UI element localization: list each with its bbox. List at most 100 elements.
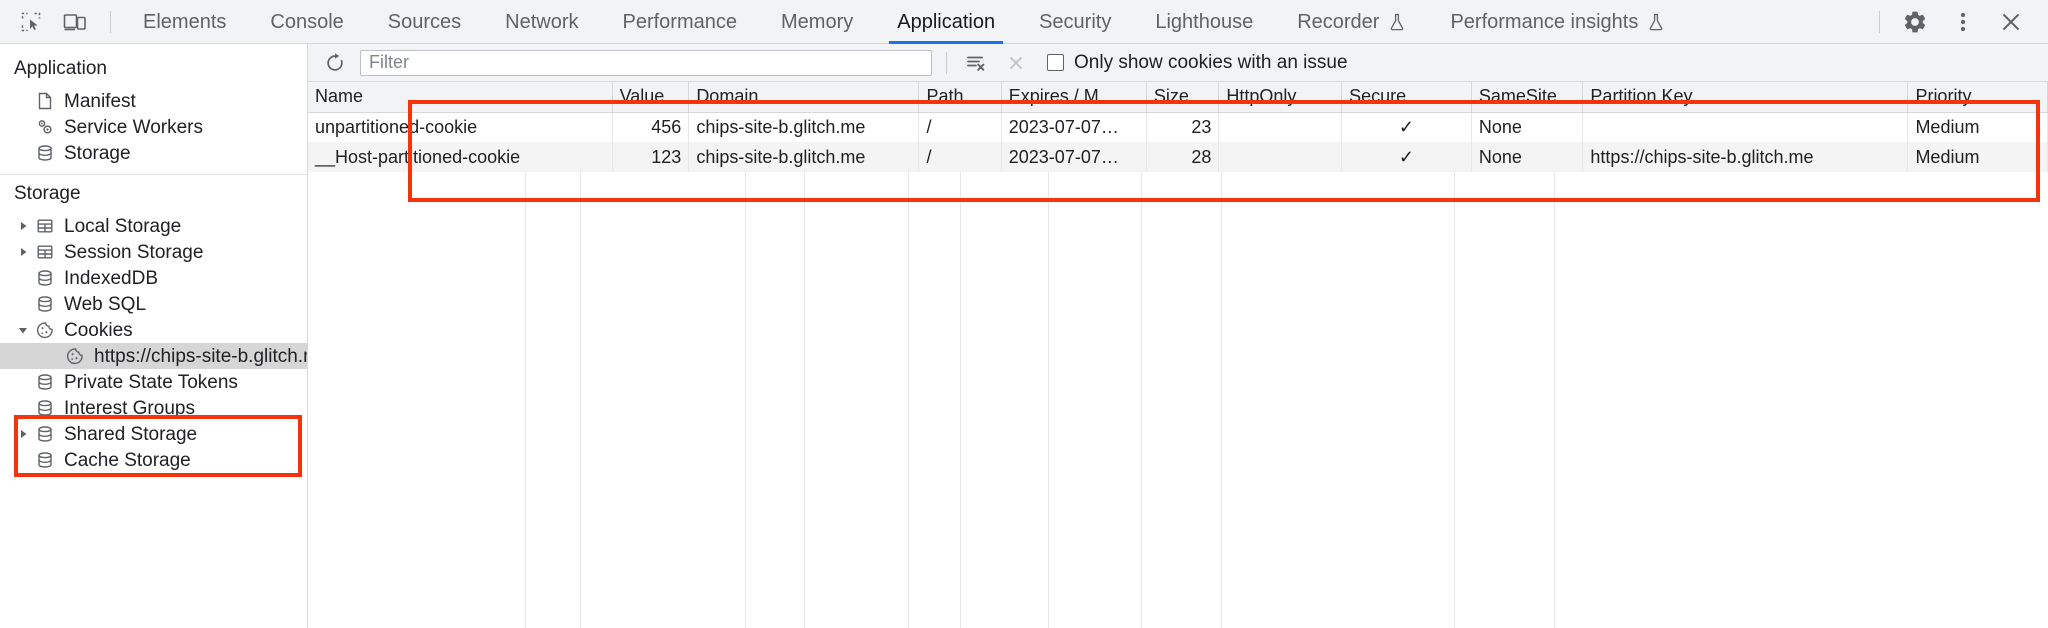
- cell-name: __Host-partitioned-cookie: [308, 142, 613, 172]
- column-header-secure[interactable]: Secure: [1341, 82, 1472, 113]
- only-show-issues-checkbox[interactable]: Only show cookies with an issue: [1047, 52, 1348, 74]
- tab-label: Sources: [387, 10, 462, 33]
- tab-label: Performance: [622, 10, 738, 33]
- sidebar-item-label: Shared Storage: [64, 423, 198, 445]
- column-header-httponly[interactable]: HttpOnly: [1218, 82, 1343, 113]
- cell-samesite: None: [1471, 112, 1584, 142]
- sidebar-item-indexeddb[interactable]: IndexedDB: [0, 265, 307, 291]
- column-header-size[interactable]: Size: [1146, 82, 1220, 113]
- sidebar-item-cache-storage[interactable]: Cache Storage: [0, 447, 307, 473]
- tab-sources[interactable]: Sources: [366, 0, 483, 44]
- database-icon: [32, 372, 58, 392]
- tab-label: Application: [897, 10, 996, 33]
- clear-filtered-cookies-icon[interactable]: [961, 49, 991, 77]
- manifest-document-icon: [32, 91, 58, 111]
- tab-application[interactable]: Application: [875, 0, 1017, 44]
- tab-label: Console: [270, 10, 344, 33]
- column-header-value[interactable]: Value: [612, 82, 690, 113]
- column-header-expires[interactable]: Expires / M…: [1001, 82, 1147, 113]
- twisty-collapsed-icon[interactable]: [14, 220, 32, 232]
- cell-httponly: [1218, 142, 1343, 172]
- cell-value: 456: [612, 112, 690, 142]
- tab-label: Memory: [781, 10, 854, 33]
- sidebar-item-label: Cookies: [64, 319, 133, 341]
- empty-column-guide: [1455, 172, 1555, 628]
- cookies-filter-toolbar: Only show cookies with an issue: [308, 44, 2048, 82]
- database-icon: [32, 143, 58, 163]
- checkbox-box[interactable]: [1047, 54, 1064, 71]
- tab-memory[interactable]: Memory: [759, 0, 875, 44]
- tab-console[interactable]: Console: [248, 0, 365, 44]
- sidebar-item-shared-storage[interactable]: Shared Storage: [0, 421, 307, 447]
- sidebar-item-service-workers[interactable]: Service Workers: [0, 114, 307, 140]
- sidebar-item-https-chips-site-b-glitch-me[interactable]: https://chips-site-b.glitch.me: [0, 343, 307, 369]
- tab-performance[interactable]: Performance: [601, 0, 760, 44]
- empty-column-guide: [961, 172, 1049, 628]
- column-header-samesite[interactable]: SameSite: [1471, 82, 1584, 113]
- sidebar-item-label: Interest Groups: [64, 397, 195, 419]
- tab-performance-insights[interactable]: Performance insights: [1428, 0, 1687, 44]
- database-icon: [32, 294, 58, 314]
- column-header-path[interactable]: Path: [918, 82, 1002, 113]
- empty-column-guide: [1222, 172, 1455, 628]
- sidebar-item-local-storage[interactable]: Local Storage: [0, 213, 307, 239]
- twisty-collapsed-icon[interactable]: [14, 428, 32, 440]
- close-devtools-icon[interactable]: [1988, 5, 2034, 39]
- sidebar-section-divider: [0, 174, 307, 175]
- sidebar-section-title-application: Application: [14, 58, 107, 79]
- device-toolbar-icon[interactable]: [56, 5, 94, 39]
- column-header-domain[interactable]: Domain: [688, 82, 920, 113]
- cell-domain: chips-site-b.glitch.me: [688, 112, 920, 142]
- tab-label: Lighthouse: [1155, 10, 1254, 33]
- sidebar-item-cookies[interactable]: Cookies: [0, 317, 307, 343]
- sidebar-item-session-storage[interactable]: Session Storage: [0, 239, 307, 265]
- empty-column-guide: [581, 172, 746, 628]
- sidebar-item-label: Manifest: [64, 90, 136, 112]
- devtools-tabbar: Elements Console Sources Network Performance…: [0, 0, 2048, 44]
- tab-label: Security: [1039, 10, 1112, 33]
- sidebar-item-label: Cache Storage: [64, 449, 191, 471]
- tab-label: Recorder: [1297, 10, 1380, 33]
- refresh-icon[interactable]: [320, 49, 350, 77]
- empty-column-guide: [805, 172, 909, 628]
- sidebar-item-storage[interactable]: Storage: [0, 140, 307, 166]
- tab-label: Performance insights: [1450, 10, 1639, 33]
- column-header-partitionkey[interactable]: Partition Key: [1582, 82, 1909, 113]
- clear-all-cookies-icon[interactable]: [1001, 49, 1031, 77]
- empty-column-guide: [526, 172, 581, 628]
- twisty-collapsed-icon[interactable]: [14, 246, 32, 258]
- cell-size: 23: [1146, 112, 1220, 142]
- tab-lighthouse[interactable]: Lighthouse: [1133, 0, 1275, 44]
- cell-httponly: [1218, 112, 1343, 142]
- more-options-icon[interactable]: [1940, 5, 1986, 39]
- inspect-element-icon[interactable]: [12, 5, 50, 39]
- sidebar-item-interest-groups[interactable]: Interest Groups: [0, 395, 307, 421]
- tab-network[interactable]: Network: [483, 0, 600, 44]
- tabbar-right-divider: [1879, 10, 1880, 33]
- cell-expires: 2023-07-07…: [1001, 112, 1147, 142]
- sidebar-item-web-sql[interactable]: Web SQL: [0, 291, 307, 317]
- twisty-expanded-icon[interactable]: [14, 324, 32, 336]
- search-input[interactable]: [360, 49, 932, 76]
- tab-security[interactable]: Security: [1017, 0, 1133, 44]
- sidebar-item-manifest[interactable]: Manifest: [0, 88, 307, 114]
- settings-gear-icon[interactable]: [1892, 5, 1938, 39]
- tab-recorder[interactable]: Recorder: [1275, 0, 1428, 44]
- cell-value: 123: [612, 142, 690, 172]
- table-icon: [32, 216, 58, 236]
- sidebar-item-private-state-tokens[interactable]: Private State Tokens: [0, 369, 307, 395]
- column-header-name[interactable]: Name: [308, 82, 613, 113]
- cell-size: 28: [1146, 142, 1220, 172]
- column-header-priority[interactable]: Priority: [1907, 82, 2048, 113]
- tab-elements[interactable]: Elements: [121, 0, 248, 44]
- empty-column-guide: [308, 172, 526, 628]
- sidebar-item-label: Local Storage: [64, 215, 182, 237]
- tab-label: Elements: [143, 10, 227, 33]
